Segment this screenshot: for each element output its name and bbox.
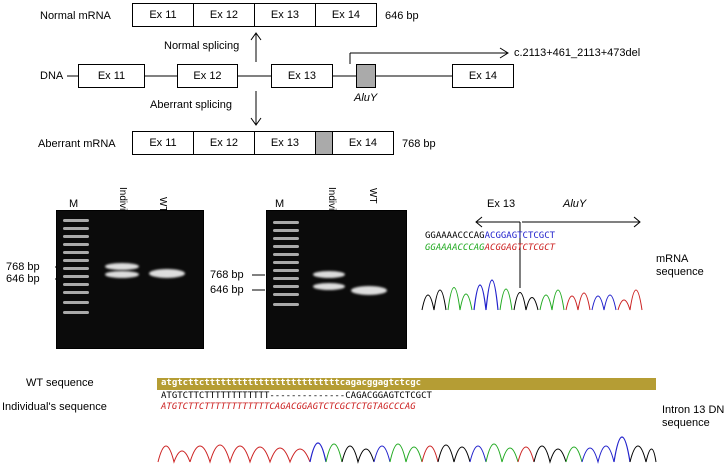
aluy-element [356,64,376,88]
aberrant-exon-11: Ex 11 [132,131,194,155]
dna-label: DNA [40,70,64,82]
individual-sequence-label: Individual's sequence [2,401,107,413]
gel-image-2 [266,210,407,349]
aberrant-mrna-label: Aberrant mRNA [38,138,116,150]
dna-exon-13: Ex 13 [271,64,333,88]
sequence-line-3: ATGTCTTCTTTTTTTTTTTTCAGACGGAGTCTCGCTCTGT… [161,402,416,412]
normal-size: 646 bp [385,10,419,22]
aluy-label: AluY [354,92,378,104]
dna-exon-11: Ex 11 [78,64,145,88]
wt-sequence-text: atgtcttctttttttttttttttttttttttttcagacgg… [161,378,422,388]
gel1-marker-label: M [69,198,79,210]
sequence-line-2: ATGTCTTCTTTTTTTTTTTT--------------CAGACG… [161,391,432,401]
gel2-size-upper: 768 bp [210,269,244,281]
mrna-caption-1: mRNA [656,253,689,265]
aberrant-exon-14: Ex 14 [332,131,394,155]
deletion-label: c.2113+461_2113+473del [514,47,641,59]
dna-exon-12: Ex 12 [177,64,238,88]
mrna-aluy-label: AluY [563,198,587,210]
gel2-size-lower: 646 bp [210,284,244,296]
normal-exon-14: Ex 14 [315,3,377,27]
normal-splicing-label: Normal splicing [164,40,240,52]
aberrant-size: 768 bp [402,138,436,150]
normal-exon-12: Ex 12 [193,3,255,27]
gel-image-1 [56,210,204,349]
mrna-seq-line1: GGAAAACCCAGACGGAGTCTCGCT [425,231,556,241]
mrna-seq-line2: GGAAAACCCAGACGGAGTCTCGCT [425,243,556,253]
dna-exon-14: Ex 14 [452,64,514,88]
normal-exon-13: Ex 13 [254,3,316,27]
mrna-caption-2: sequence [656,266,704,278]
intron-caption-2: sequence [662,417,710,429]
wt-sequence-label: WT sequence [26,377,94,389]
gel1-size-lower: 646 bp [6,273,40,285]
gel1-size-upper: 768 bp [6,261,40,273]
wt-sequence-bar: atgtcttctttttttttttttttttttttttttcagacgg… [157,378,656,390]
intron-caption-1: Intron 13 DNA [662,404,724,416]
normal-mrna-label: Normal mRNA [40,10,111,22]
mrna-ex13-label: Ex 13 [487,198,516,210]
aberrant-splicing-label: Aberrant splicing [150,99,232,111]
aberrant-exon-13: Ex 13 [254,131,316,155]
gel2-marker-label: M [275,198,285,210]
